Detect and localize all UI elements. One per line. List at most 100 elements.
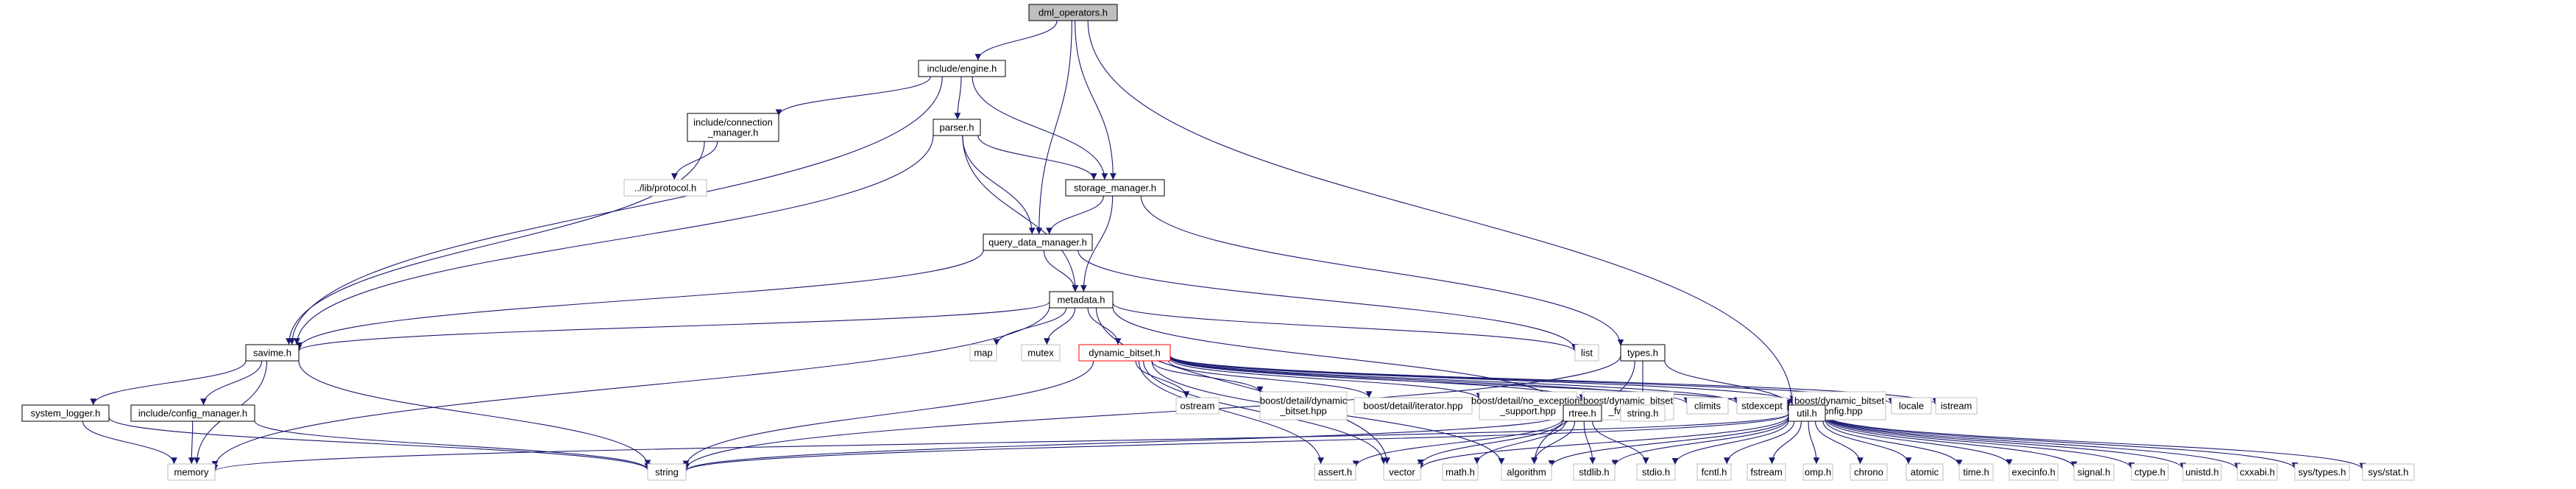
node-list[interactable]: list (1574, 344, 1599, 362)
node-syslog-label: system_logger.h (31, 408, 101, 419)
edge-dml-to-engine (974, 20, 1058, 61)
node-istream[interactable]: istream (1935, 397, 1978, 415)
edge-dml-to-storage (1075, 20, 1117, 180)
node-locale[interactable]: locale (1891, 397, 1932, 415)
edge-metadata-to-list (1112, 303, 1579, 352)
node-vector[interactable]: vector (1383, 463, 1421, 481)
node-climits[interactable]: climits (1686, 397, 1729, 415)
node-config-box (130, 404, 255, 422)
edge-savime-to-config (200, 360, 263, 406)
node-types[interactable]: types.h (1620, 344, 1666, 362)
node-bdi[interactable]: boost/detail/iterator.hpp (1354, 397, 1473, 415)
node-chrono[interactable]: chrono (1850, 463, 1888, 481)
node-rtree[interactable]: rtree.h (1563, 404, 1602, 422)
node-bdi-box (1354, 397, 1473, 415)
node-atomic[interactable]: atomic (1906, 463, 1944, 481)
node-metadata[interactable]: metadata.h (1049, 291, 1114, 309)
node-memory[interactable]: memory (167, 463, 216, 481)
node-savime-label: savime.h (253, 348, 291, 359)
edge-parser-to-query (962, 135, 1036, 235)
node-ctype[interactable]: ctype.h (2131, 463, 2169, 481)
node-parser-box (933, 119, 981, 136)
node-algorithm-box (1501, 463, 1552, 481)
edge-dml-to-util (1087, 20, 1796, 406)
node-ostream[interactable]: ostream (1175, 397, 1220, 415)
node-storage-box (1065, 179, 1165, 197)
edge-rtree-to-math (1473, 421, 1566, 465)
node-config[interactable]: include/config_manager.h (130, 404, 255, 422)
node-layer: dml_operators.h include/engine.h include/c… (21, 4, 2415, 481)
node-stdexcept[interactable]: stdexcept (1736, 397, 1788, 415)
edge-rtree-to-stdlib (1583, 421, 1596, 465)
node-dynbit-box (1078, 344, 1171, 362)
node-engine[interactable]: include/engine.h (918, 60, 1006, 77)
node-parser[interactable]: parser.h (933, 119, 981, 136)
node-atomic-label: atomic (1911, 467, 1939, 478)
node-query[interactable]: query_data_manager.h (983, 233, 1093, 251)
edge-util-to-time (1825, 419, 1963, 467)
node-list-box (1574, 344, 1599, 362)
node-bdd-box (1259, 391, 1348, 421)
edge-dynbit-to-assert (1138, 360, 1324, 465)
node-config-label: include/config_manager.h (138, 408, 247, 419)
edge-util-to-string (682, 413, 1789, 472)
node-ctype-label: ctype.h (2134, 467, 2165, 478)
node-dynbit[interactable]: dynamic_bitset.h (1078, 344, 1171, 362)
node-bdne[interactable]: boost/detail/no_exceptions_support.hpp (1471, 391, 1585, 421)
node-protocol[interactable]: ../lib/protocol.h (623, 179, 707, 197)
node-atomic-box (1906, 463, 1944, 481)
edge-conn-to-protocol (670, 141, 718, 180)
node-mutex[interactable]: mutex (1021, 344, 1061, 362)
node-fcntl[interactable]: fcntl.h (1696, 463, 1732, 481)
node-dml[interactable]: dml_operators.h (1028, 4, 1118, 21)
node-fstream-box (1747, 463, 1786, 481)
node-stdio[interactable]: stdio.h (1636, 463, 1676, 481)
node-util[interactable]: util.h (1788, 404, 1826, 422)
edge-query-to-metadata (1043, 250, 1079, 292)
edge-util-to-stdlib (1611, 418, 1789, 467)
edge-engine-to-conn (775, 76, 931, 116)
node-memory-label: memory (174, 467, 209, 478)
node-omp[interactable]: omp.h (1802, 463, 1833, 481)
node-math[interactable]: math.h (1442, 463, 1479, 481)
node-assert[interactable]: assert.h (1314, 463, 1356, 481)
node-cxxabi-box (2237, 463, 2278, 481)
node-ctype-box (2131, 463, 2169, 481)
node-stdlib[interactable]: stdlib.h (1573, 463, 1616, 481)
node-dml-label: dml_operators.h (1038, 7, 1108, 18)
edge-metadata-to-mutex (1044, 307, 1076, 345)
node-stdlib-box (1573, 463, 1616, 481)
node-syslog[interactable]: system_logger.h (21, 404, 110, 422)
node-map[interactable]: map (969, 344, 997, 362)
node-algorithm[interactable]: algorithm (1501, 463, 1552, 481)
node-stringh[interactable]: string.h (1620, 404, 1666, 422)
node-stdexcept-label: stdexcept (1741, 401, 1783, 412)
node-protocol-box (623, 179, 707, 197)
edge-parser-to-savime (294, 135, 934, 345)
node-execinfo-label: execinfo.h (2011, 467, 2055, 478)
node-bdbc-label: /config.hpp (1816, 406, 1863, 417)
node-systypes[interactable]: sys/types.h (2294, 463, 2350, 481)
edge-storage-to-metadata (1080, 195, 1114, 292)
node-bdd[interactable]: boost/detail/dynamic_bitset.hpp (1259, 391, 1348, 421)
node-bdd-label: _bitset.hpp (1279, 406, 1327, 417)
node-savime[interactable]: savime.h (245, 344, 300, 362)
node-stdlib-label: stdlib.h (1579, 467, 1609, 478)
node-time[interactable]: time.h (1958, 463, 1994, 481)
node-cxxabi[interactable]: cxxabi.h (2237, 463, 2278, 481)
edge-util-to-atomic (1822, 421, 1912, 465)
node-unistd[interactable]: unistd.h (2182, 463, 2222, 481)
node-string[interactable]: string (647, 463, 687, 481)
node-storage[interactable]: storage_manager.h (1065, 179, 1165, 197)
node-util-box (1788, 404, 1826, 422)
node-chrono-box (1850, 463, 1888, 481)
edge-metadata-to-map (993, 307, 1067, 346)
node-signal[interactable]: signal.h (2073, 463, 2115, 481)
node-conn[interactable]: include/connection_manager.h (687, 113, 779, 142)
node-sysstat[interactable]: sys/stat.h (2362, 463, 2415, 481)
node-omp-box (1802, 463, 1833, 481)
edge-engine-to-parser (954, 76, 962, 120)
node-execinfo[interactable]: execinfo.h (2009, 463, 2059, 481)
node-fstream[interactable]: fstream (1747, 463, 1786, 481)
edge-util-to-memory (212, 413, 1789, 472)
